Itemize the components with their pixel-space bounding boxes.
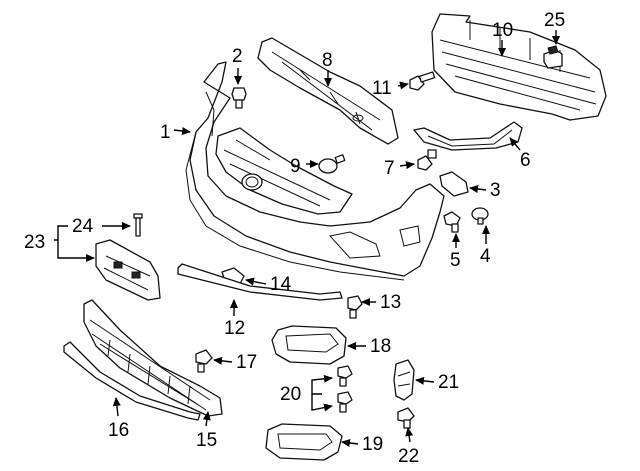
molding-strip-part: [177, 263, 343, 301]
callout-7: 7: [384, 158, 395, 179]
bumper-cover-part: [185, 61, 445, 281]
callout-25: 25: [544, 10, 565, 31]
callout-22: 22: [398, 446, 419, 467]
callout-13: 13: [380, 292, 401, 313]
fog-lamp-cover-lower-part: [265, 423, 343, 461]
license-bracket-part: [95, 239, 161, 301]
callout-20: 20: [280, 384, 301, 405]
callout-15: 15: [196, 430, 217, 451]
callout-3: 3: [490, 180, 501, 201]
callout-16: 16: [108, 420, 129, 441]
small-bracket-part-3: [439, 171, 469, 197]
energy-absorber-part: [257, 37, 399, 145]
callout-24: 24: [72, 216, 94, 237]
bolt-part-11: [409, 71, 436, 91]
callout-4: 4: [480, 246, 491, 267]
leader-lines: [54, 30, 560, 447]
callout-8: 8: [322, 50, 333, 71]
bolt-part-2: [231, 87, 247, 109]
bolt-part-22: [397, 407, 415, 429]
bolt-part-7: [417, 149, 437, 171]
fog-lamp-cover-upper-part: [271, 325, 347, 365]
bolts-part-20: [337, 365, 353, 413]
callout-labels: 1 2 3 4 5 6 7 8 9 10 11 12 13 14 15 16 1…: [24, 10, 565, 467]
bolt-part-13: [347, 295, 363, 319]
impact-bar-part: [431, 13, 607, 121]
callout-21: 21: [438, 372, 459, 393]
bracket-clip-part: [543, 45, 563, 69]
callout-14: 14: [270, 274, 292, 295]
clip-part-9: [318, 154, 346, 174]
bolt-part-5: [443, 211, 461, 233]
callout-2: 2: [232, 46, 243, 67]
screw-part-24: [133, 213, 143, 237]
callout-12: 12: [224, 318, 245, 339]
callout-6: 6: [520, 150, 531, 171]
lower-molding-strip-part: [63, 341, 201, 421]
lower-grille-part: [83, 299, 223, 417]
callout-17: 17: [236, 352, 257, 373]
bracket-part-21: [393, 359, 415, 401]
callout-18: 18: [370, 336, 391, 357]
clip-part-4: [471, 207, 489, 225]
callout-23: 23: [24, 232, 45, 253]
callout-9: 9: [290, 156, 301, 177]
callout-11: 11: [372, 78, 392, 99]
bolt-part-17: [195, 349, 213, 373]
callout-5: 5: [450, 250, 461, 271]
side-bracket-part: [413, 121, 523, 151]
callout-10: 10: [492, 20, 513, 41]
callout-1: 1: [160, 122, 171, 143]
callout-19: 19: [362, 434, 383, 455]
